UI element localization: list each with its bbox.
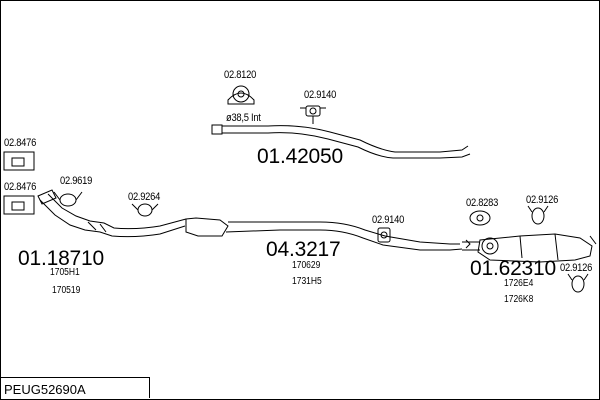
label-02-8476-b: 02.8476 xyxy=(4,181,37,193)
label-170519: 170519 xyxy=(52,285,81,296)
tail-pipe-upper xyxy=(222,125,469,153)
label-1731H5: 1731H5 xyxy=(292,276,322,287)
rear-muffler xyxy=(477,233,593,263)
gasket-icon-rear xyxy=(469,210,499,255)
mount-icon-rear-upper xyxy=(527,205,549,225)
gasket-box-1 xyxy=(3,151,35,171)
label-170629: 170629 xyxy=(292,260,321,271)
clamp-icon-upper xyxy=(300,105,326,124)
gasket-icon xyxy=(227,85,255,105)
label-01-62310: 01.62310 xyxy=(470,257,556,280)
label-02-9140-upper: 02.9140 xyxy=(304,89,337,101)
label-02-9140-lower: 02.9140 xyxy=(372,214,405,226)
label-diameter: ø38,5 Int xyxy=(226,112,261,124)
label-02-9126-lower: 02.9126 xyxy=(560,262,593,274)
gasket-box-2 xyxy=(3,195,35,215)
assembly-code: PEUG52690A xyxy=(4,382,86,397)
pipe-end-cap xyxy=(211,124,223,135)
clamp-icon-lower xyxy=(377,227,391,243)
assembly-code-box: PEUG52690A xyxy=(0,377,150,398)
label-02-9264: 02.9264 xyxy=(128,191,161,203)
label-1726K8: 1726K8 xyxy=(504,294,534,305)
label-02-9126-upper: 02.9126 xyxy=(526,194,559,206)
mount-icon-rear-lower xyxy=(567,273,589,293)
clamp-icon-mid xyxy=(131,203,159,217)
label-04-3217: 04.3217 xyxy=(266,238,341,261)
catalyst xyxy=(185,217,229,237)
front-pipe xyxy=(39,199,186,238)
label-02-8283: 02.8283 xyxy=(466,197,499,209)
label-1705H1: 1705H1 xyxy=(50,267,80,278)
label-01-18710: 01.18710 xyxy=(18,247,104,270)
label-01-42050: 01.42050 xyxy=(257,145,343,168)
label-02-8120: 02.8120 xyxy=(224,69,257,81)
label-02-8476-a: 02.8476 xyxy=(4,137,37,149)
label-02-9619: 02.9619 xyxy=(60,175,93,187)
label-1726E4: 1726E4 xyxy=(504,278,534,289)
clamp-icon-front xyxy=(53,191,83,207)
